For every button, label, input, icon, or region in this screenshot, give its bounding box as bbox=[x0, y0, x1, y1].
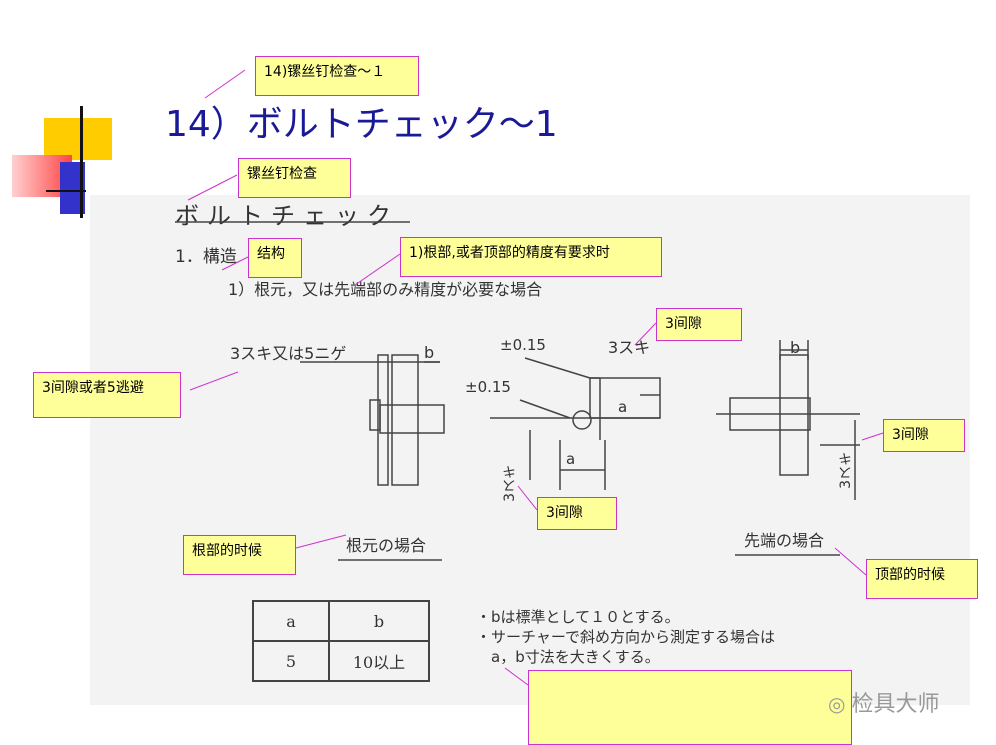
callout-title-cn: 14)镙丝钉检查～１ bbox=[255, 56, 419, 96]
page-title: 14）ボルトチェック～1 bbox=[165, 104, 558, 145]
dim-b-1: b bbox=[424, 343, 435, 362]
callout-structure-cn: 结构 bbox=[248, 238, 302, 278]
wechat-icon: ◎ bbox=[828, 692, 846, 716]
callout-gap-or-escape: 3间隙或者5逃避 bbox=[33, 372, 181, 418]
dim-b-2: b bbox=[790, 338, 801, 357]
note-line-1: ・bは標準として１０とする。 bbox=[476, 608, 680, 626]
caption-root: 根元の場合 bbox=[346, 536, 427, 555]
dim-a-1: a bbox=[618, 398, 628, 416]
dimension-table: a b 5 10以上 bbox=[252, 600, 430, 682]
scan-heading: ボルトチェック bbox=[175, 202, 399, 230]
note-line-2: ・サーチャーで斜め方向から測定する場合は bbox=[476, 628, 775, 646]
table-cell-a: 5 bbox=[252, 640, 330, 682]
table-row: 5 10以上 bbox=[252, 640, 430, 682]
callout-heading-cn: 镙丝钉检查 bbox=[238, 158, 351, 198]
watermark-text: 检具大师 bbox=[851, 692, 940, 717]
caption-tip: 先端の場合 bbox=[744, 531, 825, 550]
watermark: ◎检具大师 bbox=[828, 686, 939, 718]
callout-empty-note bbox=[528, 670, 852, 745]
decor-vertical-line bbox=[80, 106, 83, 218]
decor-yellow-block bbox=[44, 118, 112, 160]
dim-a-2: a bbox=[566, 450, 576, 468]
table-header-b: b bbox=[328, 600, 430, 642]
callout-gap-1: 3间隙 bbox=[656, 308, 742, 341]
callout-root-case: 根部的时候 bbox=[183, 535, 296, 575]
fig1-label: 3スキ又は5ニゲ bbox=[230, 344, 347, 363]
scan-subsection: 1）根元，又は先端部のみ精度が必要な場合 bbox=[228, 280, 543, 299]
table-header-a: a bbox=[252, 600, 330, 642]
decor-horizontal-line bbox=[46, 190, 86, 192]
table-cell-b: 10以上 bbox=[328, 640, 430, 682]
scan-section: 1．構造 bbox=[175, 247, 237, 267]
note-line-3: a，b寸法を大きくする。 bbox=[476, 648, 660, 666]
tol-2: ±0.15 bbox=[465, 378, 511, 396]
table-header-row: a b bbox=[252, 600, 430, 642]
callout-gap-2: 3间隙 bbox=[883, 419, 965, 452]
callout-tip-case: 顶部的时候 bbox=[866, 559, 978, 599]
callout-precision-cn: 1)根部,或者顶部的精度有要求时 bbox=[400, 237, 662, 277]
tol-1: ±0.15 bbox=[500, 336, 546, 354]
callout-gap-3: 3间隙 bbox=[537, 497, 617, 530]
sukima-label: 3スキ bbox=[608, 338, 651, 357]
